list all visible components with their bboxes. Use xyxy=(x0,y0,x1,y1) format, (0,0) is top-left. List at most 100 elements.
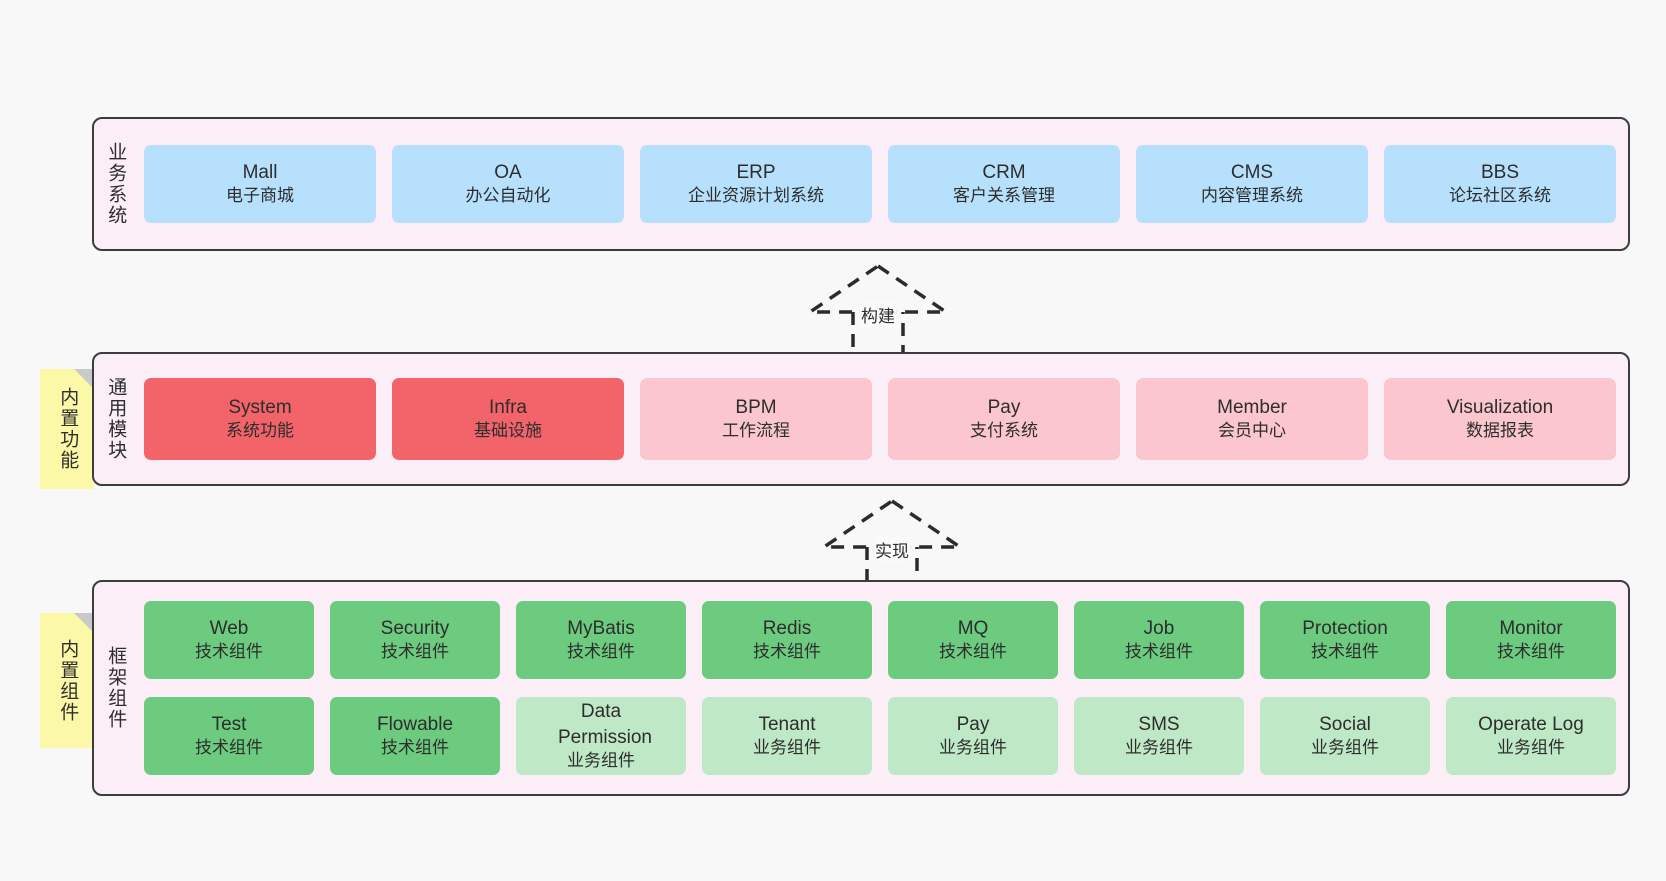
card-subtitle: 内容管理系统 xyxy=(1201,186,1303,206)
note-fold-icon xyxy=(74,369,94,389)
layer-title-framework-components: 框架组件 xyxy=(105,646,127,730)
connector-implement: 实现 xyxy=(812,497,972,593)
card-row-business-components: Test 技术组件 Flowable 技术组件 Data Permission … xyxy=(144,697,1616,775)
card-row-tech-components: Web 技术组件 Security 技术组件 MyBatis 技术组件 Redi… xyxy=(144,601,1616,679)
note-builtin-components: 内置组件 xyxy=(40,613,94,748)
card-subtitle: 技术组件 xyxy=(753,642,821,662)
card-title: Data Permission xyxy=(558,701,652,748)
card-title: Security xyxy=(380,618,450,640)
card-pay-module[interactable]: Pay 支付系统 xyxy=(888,378,1120,460)
card-subtitle: 数据报表 xyxy=(1466,421,1534,441)
layer-body-common-modules: System 系统功能 Infra 基础设施 BPM 工作流程 Pay 支付系统… xyxy=(136,354,1628,484)
card-title: Test xyxy=(211,714,247,736)
card-test[interactable]: Test 技术组件 xyxy=(144,697,314,775)
connector-label-build: 构建 xyxy=(860,302,896,327)
card-title: Redis xyxy=(762,618,812,640)
card-subtitle: 技术组件 xyxy=(381,642,449,662)
card-subtitle: 业务组件 xyxy=(1497,738,1565,758)
card-title: CRM xyxy=(982,162,1026,184)
card-visualization[interactable]: Visualization 数据报表 xyxy=(1384,378,1616,460)
card-title: OA xyxy=(494,162,522,184)
card-redis[interactable]: Redis 技术组件 xyxy=(702,601,872,679)
card-job[interactable]: Job 技术组件 xyxy=(1074,601,1244,679)
layer-title-business-systems: 业务系统 xyxy=(105,142,127,226)
card-subtitle: 论坛社区系统 xyxy=(1449,186,1551,206)
card-subtitle: 业务组件 xyxy=(753,738,821,758)
card-subtitle: 技术组件 xyxy=(939,642,1007,662)
card-subtitle: 技术组件 xyxy=(1125,642,1193,662)
layer-title-common-modules: 通用模块 xyxy=(105,377,127,461)
card-title: Monitor xyxy=(1499,618,1563,640)
card-title: Flowable xyxy=(376,714,454,736)
card-erp[interactable]: ERP 企业资源计划系统 xyxy=(640,145,872,223)
card-title: BBS xyxy=(1480,162,1520,184)
card-data-permission[interactable]: Data Permission 业务组件 xyxy=(516,697,686,775)
card-cms[interactable]: CMS 内容管理系统 xyxy=(1136,145,1368,223)
note-builtin-features: 内置功能 xyxy=(40,369,94,489)
card-title: Infra xyxy=(488,397,528,419)
note-label: 内置组件 xyxy=(57,638,79,723)
card-mybatis[interactable]: MyBatis 技术组件 xyxy=(516,601,686,679)
card-title: Operate Log xyxy=(1478,714,1584,736)
card-oa[interactable]: OA 办公自动化 xyxy=(392,145,624,223)
card-operate-log[interactable]: Operate Log 业务组件 xyxy=(1446,697,1616,775)
card-subtitle: 业务组件 xyxy=(567,750,635,770)
layer-business-systems: 业务系统 Mall 电子商城 OA 办公自动化 ERP 企业资源计划系统 CRM xyxy=(92,117,1630,251)
card-title: MyBatis xyxy=(567,618,635,640)
card-bpm[interactable]: BPM 工作流程 xyxy=(640,378,872,460)
card-title: System xyxy=(228,397,292,419)
card-bbs[interactable]: BBS 论坛社区系统 xyxy=(1384,145,1616,223)
card-title: Pay xyxy=(987,397,1021,419)
card-system[interactable]: System 系统功能 xyxy=(144,378,376,460)
connector-build: 构建 xyxy=(798,262,958,358)
card-subtitle: 电子商城 xyxy=(226,186,294,206)
card-title: Job xyxy=(1143,618,1175,640)
card-subtitle: 支付系统 xyxy=(970,421,1038,441)
card-web[interactable]: Web 技术组件 xyxy=(144,601,314,679)
card-protection[interactable]: Protection 技术组件 xyxy=(1260,601,1430,679)
layer-common-modules: 通用模块 System 系统功能 Infra 基础设施 BPM 工作流程 Pay xyxy=(92,352,1630,486)
card-subtitle: 技术组件 xyxy=(195,642,263,662)
card-pay-component[interactable]: Pay 业务组件 xyxy=(888,697,1058,775)
card-social[interactable]: Social 业务组件 xyxy=(1260,697,1430,775)
card-row-common-modules: System 系统功能 Infra 基础设施 BPM 工作流程 Pay 支付系统… xyxy=(144,378,1616,460)
card-title: Protection xyxy=(1302,618,1388,640)
layer-body-framework-components: Web 技术组件 Security 技术组件 MyBatis 技术组件 Redi… xyxy=(136,582,1628,794)
card-flowable[interactable]: Flowable 技术组件 xyxy=(330,697,500,775)
card-title: Web xyxy=(209,618,249,640)
card-title: Member xyxy=(1217,397,1287,419)
layer-body-business-systems: Mall 电子商城 OA 办公自动化 ERP 企业资源计划系统 CRM 客户关系… xyxy=(136,119,1628,249)
card-sms[interactable]: SMS 业务组件 xyxy=(1074,697,1244,775)
card-security[interactable]: Security 技术组件 xyxy=(330,601,500,679)
card-subtitle: 技术组件 xyxy=(381,738,449,758)
card-title: MQ xyxy=(957,618,989,640)
card-tenant[interactable]: Tenant 业务组件 xyxy=(702,697,872,775)
card-subtitle: 技术组件 xyxy=(195,738,263,758)
card-row-business-systems: Mall 电子商城 OA 办公自动化 ERP 企业资源计划系统 CRM 客户关系… xyxy=(144,145,1616,223)
card-subtitle: 办公自动化 xyxy=(465,186,551,206)
layer-framework-components: 框架组件 Web 技术组件 Security 技术组件 MyBatis 技术组件… xyxy=(92,580,1630,796)
card-member[interactable]: Member 会员中心 xyxy=(1136,378,1368,460)
card-subtitle: 企业资源计划系统 xyxy=(688,186,824,206)
card-subtitle: 基础设施 xyxy=(474,421,542,441)
connector-label-implement: 实现 xyxy=(874,537,910,562)
card-subtitle: 业务组件 xyxy=(1311,738,1379,758)
card-subtitle: 工作流程 xyxy=(722,421,790,441)
card-monitor[interactable]: Monitor 技术组件 xyxy=(1446,601,1616,679)
card-subtitle: 技术组件 xyxy=(1311,642,1379,662)
note-label: 内置功能 xyxy=(57,387,79,471)
card-subtitle: 系统功能 xyxy=(226,421,294,441)
card-subtitle: 业务组件 xyxy=(939,738,1007,758)
card-title: ERP xyxy=(736,162,776,184)
card-title: Mall xyxy=(242,162,278,184)
card-subtitle: 技术组件 xyxy=(567,642,635,662)
card-mq[interactable]: MQ 技术组件 xyxy=(888,601,1058,679)
card-mall[interactable]: Mall 电子商城 xyxy=(144,145,376,223)
card-crm[interactable]: CRM 客户关系管理 xyxy=(888,145,1120,223)
card-title: CMS xyxy=(1230,162,1274,184)
card-subtitle: 客户关系管理 xyxy=(953,186,1055,206)
card-title: SMS xyxy=(1138,714,1180,736)
card-subtitle: 业务组件 xyxy=(1125,738,1193,758)
card-infra[interactable]: Infra 基础设施 xyxy=(392,378,624,460)
